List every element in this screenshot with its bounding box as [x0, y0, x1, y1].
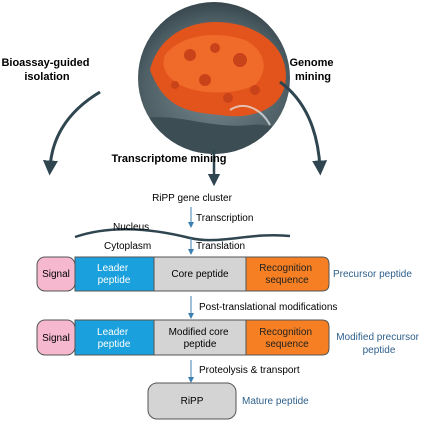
cytoplasm-label: Cytoplasm — [104, 241, 151, 252]
transcription-label: Transcription — [196, 213, 253, 224]
precursor-leader-label: Leader peptide — [97, 263, 131, 286]
ptm-label: Post-translational modifications — [199, 302, 337, 313]
nucleus-label: Nucleus — [113, 222, 149, 233]
modified-signal-label: Signal — [42, 333, 70, 344]
precursor-caption: Precursor peptide — [333, 269, 412, 280]
precursor-recognition-label: Recognition sequence — [259, 263, 315, 286]
modified-recognition-label: Recognition sequence — [259, 327, 315, 350]
precursor-core-segment — [153, 256, 247, 292]
modified-core-segment — [153, 319, 247, 356]
mature-ripp-label: RiPP — [181, 396, 204, 407]
mature-caption: Mature peptide — [242, 396, 309, 407]
nuclear-membrane — [74, 227, 291, 242]
translation-label: Translation — [196, 241, 245, 252]
modified-caption: Modified precursor peptide — [336, 332, 422, 356]
precursor-signal-label: Signal — [42, 269, 70, 280]
modified-core-label: Modified core peptide — [169, 327, 232, 350]
modified-recognition-segment — [245, 319, 330, 356]
left-branch-arrow — [42, 90, 101, 176]
sponge-photo — [138, 2, 290, 154]
precursor-recognition-segment — [245, 256, 330, 292]
modified-leader-label: Leader peptide — [97, 327, 131, 350]
left-branch-label: Bioassay-guided isolation — [1, 57, 92, 83]
proteolysis-label: Proteolysis & transport — [199, 365, 300, 376]
gene-cluster-label: RiPP gene cluster — [152, 193, 233, 204]
modified-precursor-peptide: Signal Leader peptide Modified core pept… — [36, 319, 330, 356]
mature-ripp-box — [147, 382, 237, 420]
right-branch-label: Genome mining — [289, 57, 336, 83]
precursor-core-label: Core peptide — [171, 269, 229, 280]
right-branch-arrow — [279, 80, 328, 176]
center-branch-label: Transcriptome mining — [112, 153, 227, 165]
precursor-peptide: Signal Leader peptide Core peptide Recog… — [36, 256, 330, 292]
